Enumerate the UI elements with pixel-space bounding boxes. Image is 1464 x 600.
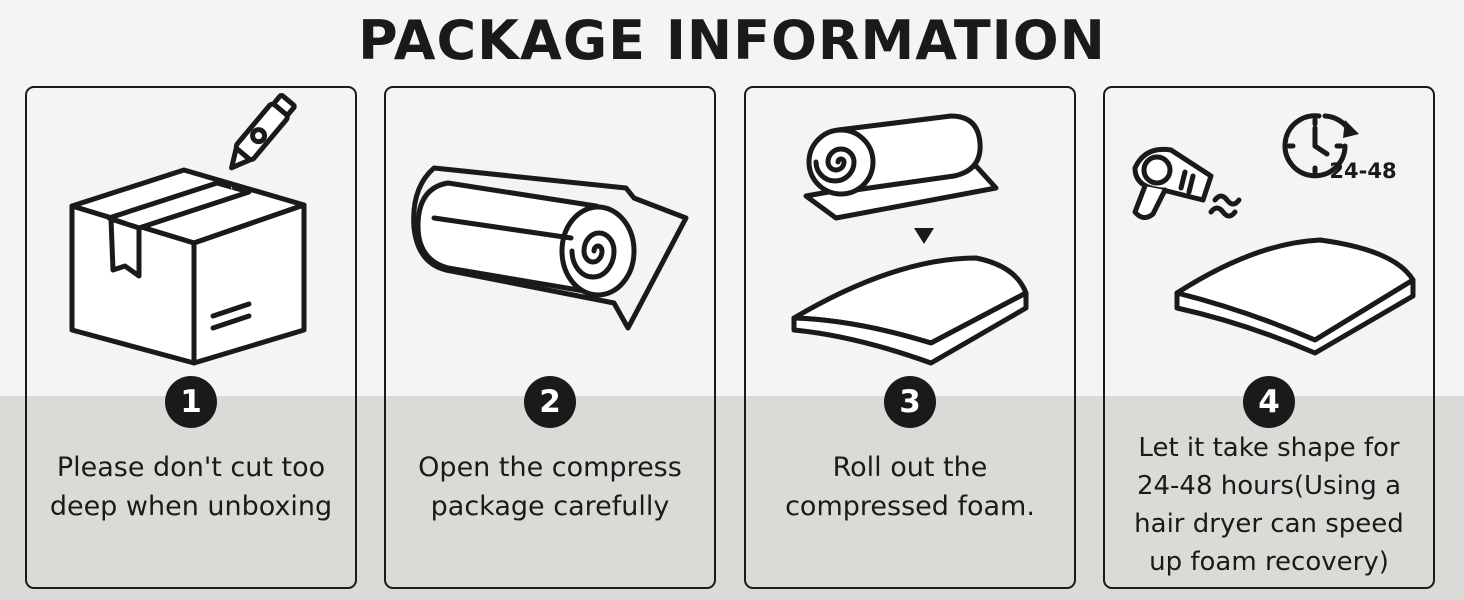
page-title: PACKAGE INFORMATION [358,9,1106,72]
hair-dryer-icon [1132,146,1242,220]
step-number-badge: 2 [524,376,576,428]
clock-icon [1282,113,1359,179]
step-caption: Roll out the compressed foam. [785,452,1035,522]
step-panel-2: 2 Open the compress package carefully [384,86,716,589]
step-panel-3: 3 Roll out the compressed foam. [744,86,1076,589]
step-panel-4: 24-48 4 Let it take shape for 24-48 hour… [1103,86,1435,589]
step-caption: Open the compress package carefully [418,452,682,522]
step-number-badge: 4 [1243,376,1295,428]
step-caption: Let it take shape for 24-48 hours(Using … [1134,433,1404,577]
cardboard-box-cutter-icon [69,92,307,366]
rolled-foam-package-icon [411,165,689,331]
clock-label: 24-48 [1329,159,1396,183]
hair-dryer-clock-icon: 24-48 [1132,113,1416,356]
unroll-foam-icon [791,113,1029,366]
step-caption: Please don't cut too deep when unboxing [49,452,333,522]
step-number-badge: 1 [165,376,217,428]
step-panel-1: 1 Please don't cut too deep when unboxin… [25,86,357,589]
step-number-badge: 3 [884,376,936,428]
